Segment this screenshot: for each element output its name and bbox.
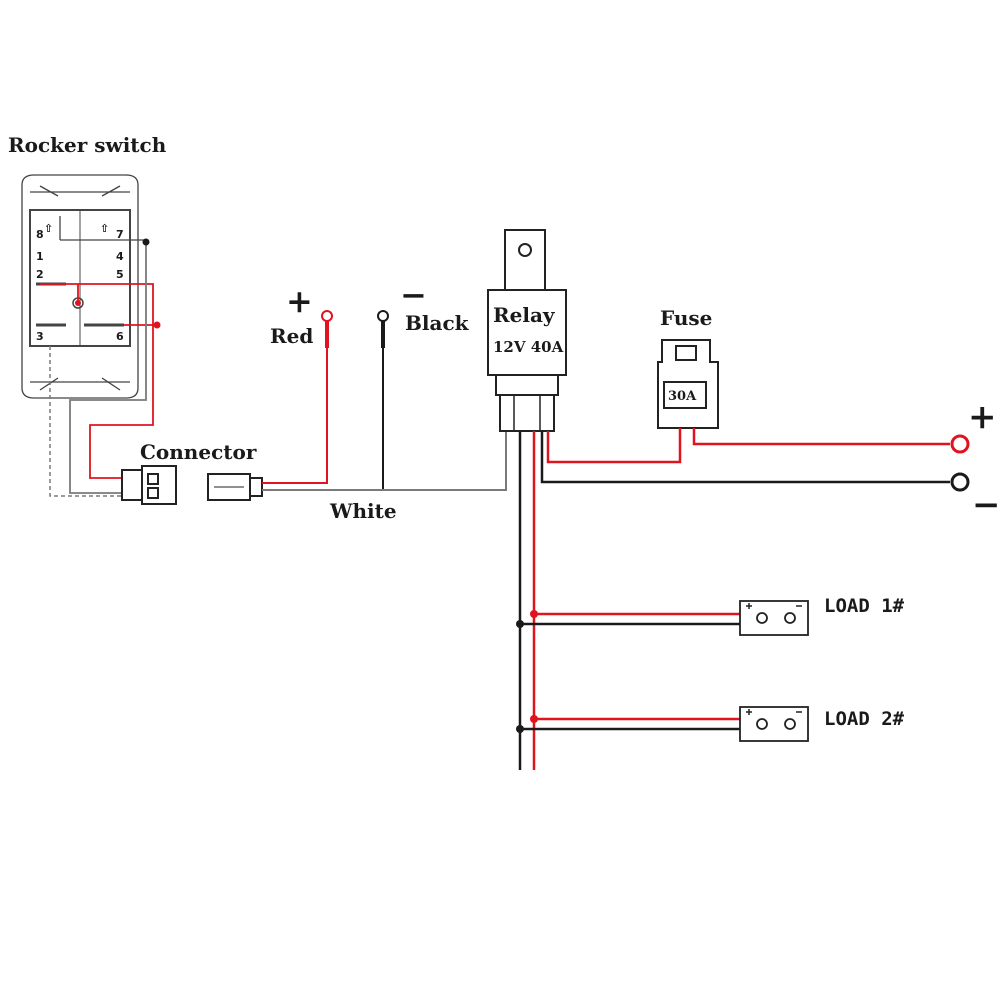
switch-pin-5: 5	[116, 268, 124, 281]
switch-pin-1: 1	[36, 250, 44, 263]
red-ring-terminal	[321, 310, 333, 322]
switch-pin-6: 6	[116, 330, 124, 343]
load-1-label: LOAD 1#	[824, 595, 905, 617]
red-wire-label: Red	[270, 324, 313, 348]
minus-icon: −	[400, 276, 427, 314]
rocker-switch	[21, 174, 146, 399]
black-ring-terminal	[377, 310, 389, 322]
input-wires	[262, 348, 507, 491]
fuse-label: Fuse	[660, 306, 712, 330]
junction-dot	[75, 300, 81, 306]
rocker-switch-label: Rocker switch	[8, 133, 167, 157]
switch-pin-2: 2	[36, 268, 44, 281]
battery-minus-icon: −	[972, 485, 1000, 525]
load-2-label: LOAD 2#	[824, 708, 905, 730]
relay-rating-label: 12V 40A	[493, 338, 564, 356]
junction-dot	[516, 725, 524, 733]
junction-dot	[516, 620, 524, 628]
junction-dot	[142, 238, 150, 246]
load-2-connector	[739, 706, 809, 742]
battery-negative-terminal	[950, 472, 970, 492]
junction-dot	[530, 715, 538, 723]
relay	[487, 229, 567, 432]
power-wires	[540, 428, 950, 484]
junction-dot	[153, 321, 161, 329]
load-1-wires	[520, 612, 740, 626]
junction-dot	[530, 610, 538, 618]
battery-positive-terminal	[950, 434, 970, 454]
fuse-rating-label: 30A	[668, 389, 697, 404]
load-2-wires	[520, 717, 740, 731]
arrow-up-icon: ⇧	[100, 222, 109, 235]
connector-plug-female	[207, 473, 263, 501]
switch-pin-8: 8	[36, 228, 44, 241]
white-wire-label: White	[329, 499, 397, 523]
arrow-up-icon: ⇧	[44, 222, 53, 235]
switch-pin-7: 7	[116, 228, 124, 241]
switch-pin-4: 4	[116, 250, 124, 263]
relay-label: Relay	[493, 303, 556, 327]
switch-pin-3: 3	[36, 330, 44, 343]
battery-plus-icon: +	[968, 397, 997, 437]
fuse-holder	[657, 339, 719, 429]
switch-wires	[40, 240, 157, 497]
load-trunk-wires	[518, 431, 536, 770]
connector-plug-male	[121, 465, 177, 505]
connector-label: Connector	[140, 440, 257, 464]
load-1-connector	[739, 600, 809, 636]
black-wire-label: Black	[405, 311, 470, 335]
plus-icon: +	[286, 282, 313, 320]
